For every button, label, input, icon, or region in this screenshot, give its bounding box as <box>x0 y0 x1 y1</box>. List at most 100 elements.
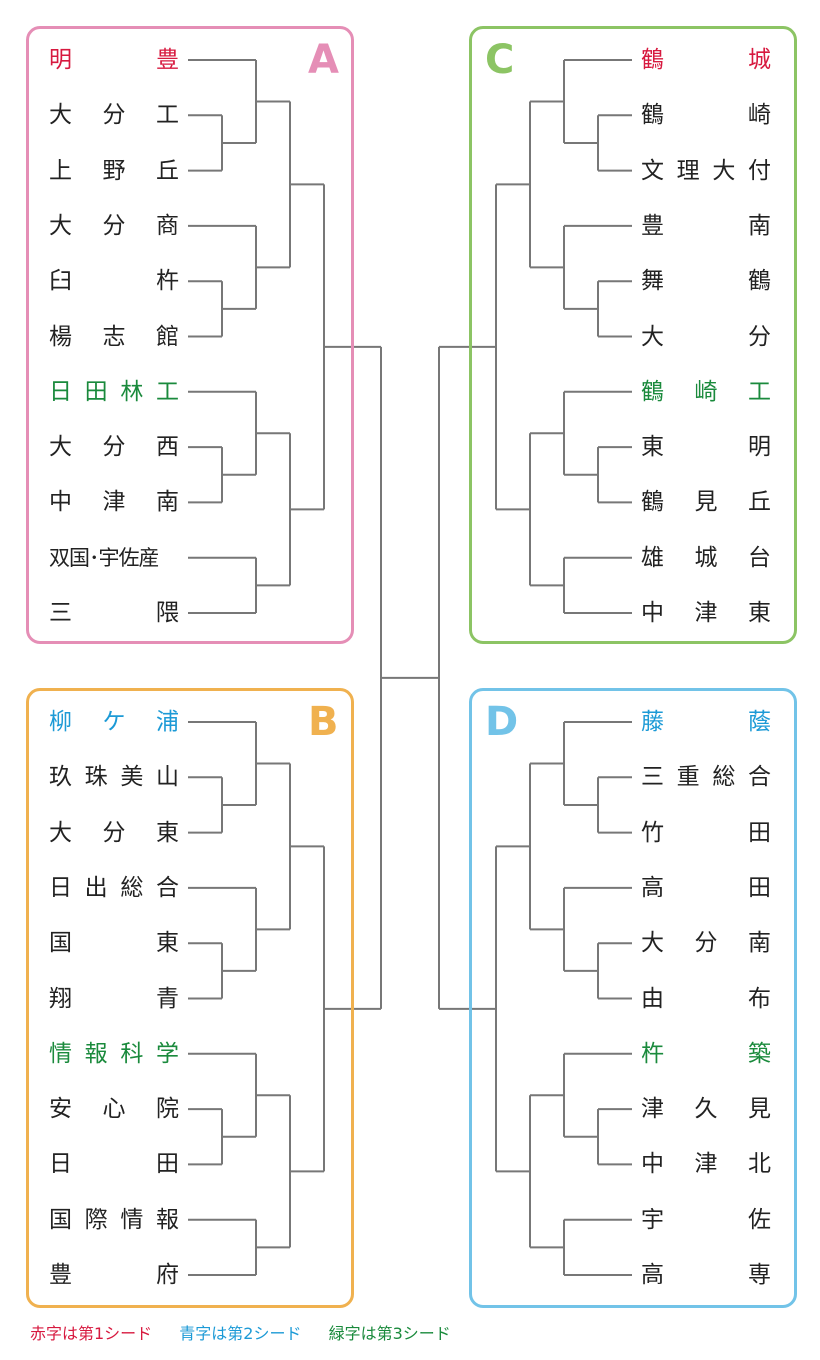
team-name: 上野丘 <box>49 156 179 186</box>
team-char: 分 <box>102 819 126 846</box>
team-name: 宇佐 <box>641 1205 771 1235</box>
team-char: 美 <box>120 764 144 791</box>
team-name: 楊志館 <box>49 322 179 352</box>
team-name: 大分南 <box>641 928 771 958</box>
team-char: 隈 <box>156 600 179 626</box>
team-char: 柳 <box>49 709 72 735</box>
team-char: 玖 <box>49 764 72 791</box>
team-char: 鶴 <box>641 489 664 516</box>
team-name: 豊府 <box>49 1260 179 1290</box>
team-char: 理 <box>676 157 700 184</box>
team-char: 中 <box>641 1151 664 1178</box>
team-char: 津 <box>694 600 718 626</box>
team-char: 東 <box>156 819 179 846</box>
team-name: 大分東 <box>49 818 179 848</box>
team-char: 南 <box>748 930 771 957</box>
team-char: 学 <box>155 1040 179 1067</box>
team-name: 鶴城 <box>641 45 771 75</box>
team-char: 津 <box>102 489 126 516</box>
team-char: 分 <box>102 434 126 461</box>
team-char: 大 <box>49 434 72 461</box>
team-char: 林 <box>120 378 144 405</box>
team-char: 竹 <box>641 819 664 846</box>
team-char: 府 <box>156 1262 179 1288</box>
team-char: 田 <box>748 819 771 846</box>
team-char: 大 <box>712 157 736 184</box>
team-char: 三 <box>49 600 72 626</box>
team-char: 臼 <box>49 268 72 295</box>
team-char: 国 <box>49 1206 72 1233</box>
team-char: 際 <box>84 1206 108 1233</box>
team-char: 宇 <box>641 1206 664 1233</box>
team-char: 中 <box>49 489 72 516</box>
team-char: 佐 <box>748 1206 771 1233</box>
team-name: 中津東 <box>641 598 771 628</box>
team-char: 大 <box>641 323 664 350</box>
team-name: 三隈 <box>49 598 179 628</box>
team-name: 高専 <box>641 1260 771 1290</box>
team-char: 蔭 <box>748 709 771 735</box>
team-name: 大分工 <box>49 100 179 130</box>
team-name: 津久見 <box>641 1094 771 1124</box>
team-name: 明豊 <box>49 45 179 75</box>
team-name: 中津北 <box>641 1149 771 1179</box>
team-char: 心 <box>102 1096 126 1123</box>
team-char: 豊 <box>641 212 664 239</box>
team-char: 久 <box>694 1096 718 1123</box>
team-name: 舞鶴 <box>641 266 771 296</box>
block-a-letter: A <box>308 37 339 83</box>
legend-seed1: 赤字は第1シード <box>30 1324 153 1343</box>
team-char: 日 <box>49 874 72 901</box>
team-name: 日田林工 <box>49 377 179 407</box>
block-b-frame <box>26 688 354 1308</box>
team-name: 玖珠美山 <box>49 762 179 792</box>
block-c-frame <box>469 26 797 644</box>
team-name: 臼杵 <box>49 266 179 296</box>
team-char: 田 <box>84 378 108 405</box>
team-name: 藤蔭 <box>641 707 771 737</box>
team-char: 専 <box>748 1262 771 1288</box>
team-name: 三重総合 <box>641 762 771 792</box>
team-char: 工 <box>155 378 179 405</box>
team-char: 高 <box>641 1262 664 1288</box>
team-name: 国東 <box>49 928 179 958</box>
block-d-frame <box>469 688 797 1308</box>
team-name: 東明 <box>641 432 771 462</box>
team-char: 杵 <box>156 268 179 295</box>
team-char: 東 <box>748 600 771 626</box>
team-char: 上 <box>49 157 72 184</box>
team-name: 柳ケ浦 <box>49 707 179 737</box>
team-char: 鶴 <box>641 378 664 405</box>
seed-legend: 赤字は第1シード 青字は第2シード 緑字は第3シード <box>30 1322 473 1346</box>
team-char: 東 <box>156 930 179 957</box>
team-char: 商 <box>156 212 179 239</box>
team-char: 明 <box>49 47 72 73</box>
team-char: 城 <box>694 544 718 571</box>
team-char: 明 <box>748 434 771 461</box>
team-char: 雄 <box>641 544 664 571</box>
team-char: 大 <box>49 102 72 129</box>
block-a-frame <box>26 26 354 644</box>
team-char: 重 <box>676 764 700 791</box>
team-char: 北 <box>748 1151 771 1178</box>
team-name: 竹田 <box>641 818 771 848</box>
team-char: 翔 <box>49 985 72 1012</box>
team-char: 田 <box>748 874 771 901</box>
team-char: 津 <box>694 1151 718 1178</box>
team-char: 日 <box>49 1151 72 1178</box>
team-char: 院 <box>156 1096 179 1123</box>
team-char: 舞 <box>641 268 664 295</box>
team-char: 東 <box>641 434 664 461</box>
team-char: 築 <box>748 1040 771 1067</box>
team-char: 付 <box>747 157 771 184</box>
team-char: 見 <box>694 489 718 516</box>
team-name: 鶴見丘 <box>641 487 771 517</box>
team-char: 浦 <box>156 709 179 735</box>
block-d-letter: D <box>485 699 519 745</box>
team-name: 日出総合 <box>49 873 179 903</box>
team-char: 鶴 <box>641 102 664 129</box>
team-char: 見 <box>748 1096 771 1123</box>
team-char: 科 <box>120 1040 144 1067</box>
team-name: 日田 <box>49 1149 179 1179</box>
